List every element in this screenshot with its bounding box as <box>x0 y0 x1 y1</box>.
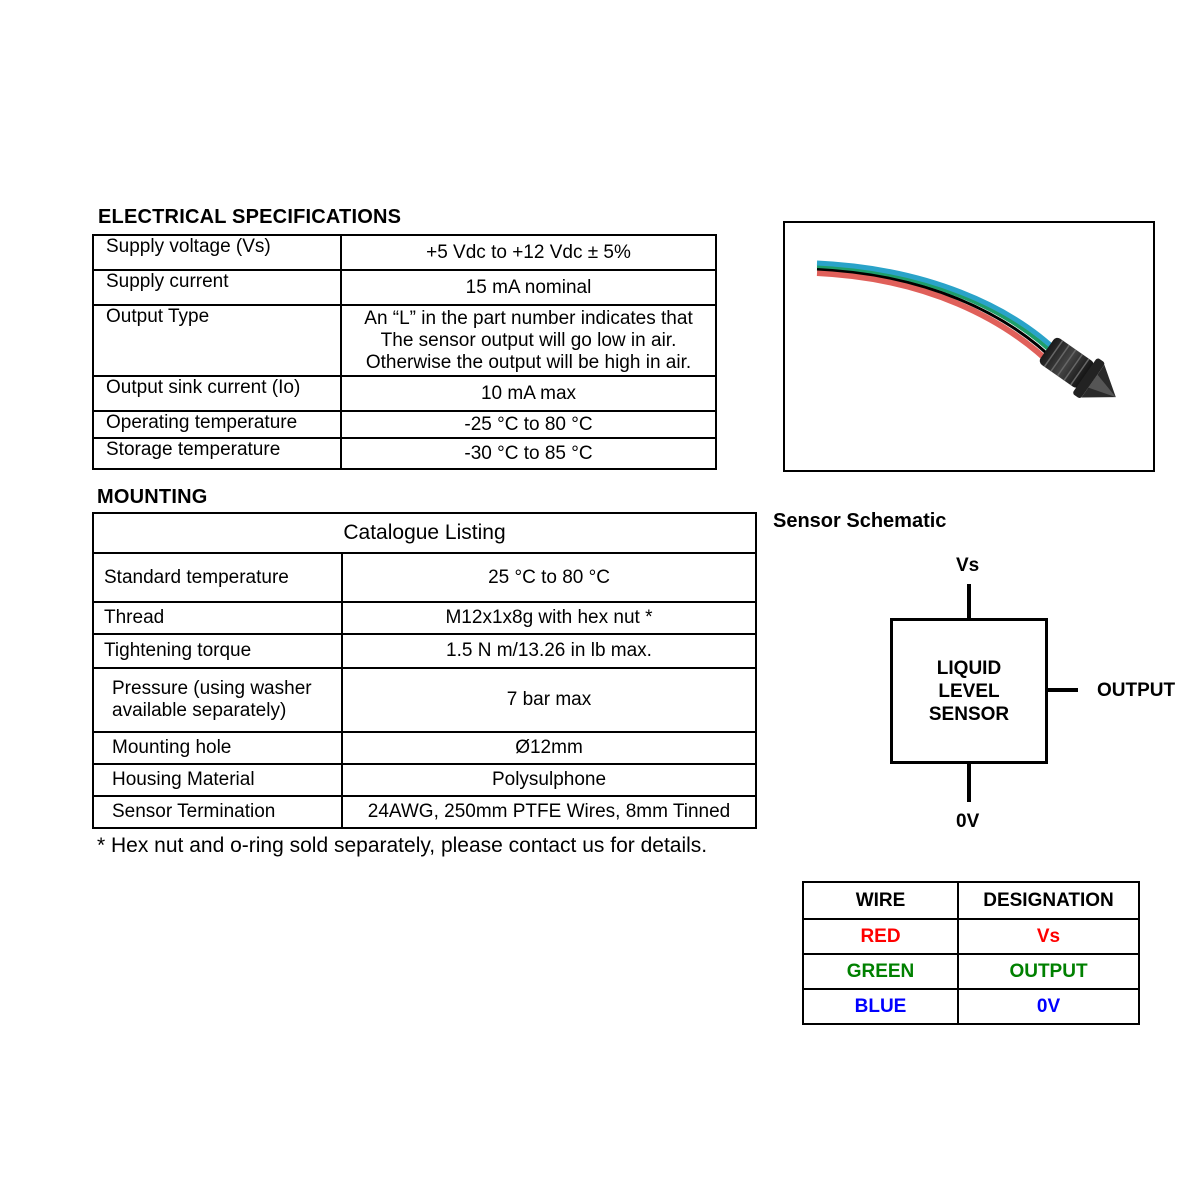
column-header: WIRE <box>802 881 959 920</box>
liquid-level-sensor-photo-icon <box>816 260 1116 398</box>
table-row: Standard temperature 25 °C to 80 °C <box>92 552 757 603</box>
spec-label: Thread <box>92 601 343 635</box>
table-row: Housing Material Polysulphone <box>92 763 757 797</box>
spec-label: Operating temperature <box>92 410 342 439</box>
table-row: Supply voltage (Vs) +5 Vdc to +12 Vdc ± … <box>92 234 717 271</box>
sensor-box-line: LIQUID <box>936 657 1002 679</box>
schematic-output-label: OUTPUT <box>1097 680 1176 701</box>
spec-value: -25 °C to 80 °C <box>340 410 717 439</box>
table-row: Pressure (using washer available separat… <box>92 667 757 733</box>
schematic-0v-label: 0V <box>956 811 980 832</box>
value-line: An “L” in the part number indicates that <box>364 307 693 329</box>
schematic-vs-line <box>967 584 971 618</box>
designation-cell: 0V <box>957 988 1140 1025</box>
spec-value: 25 °C to 80 °C <box>341 552 757 603</box>
schematic-output-line <box>1048 688 1078 692</box>
spec-value: Polysulphone <box>341 763 757 797</box>
table-row: RED Vs <box>802 918 1140 955</box>
table-row: Operating temperature -25 °C to 80 °C <box>92 410 717 439</box>
designation-cell: OUTPUT <box>957 953 1140 990</box>
label-line: available separately) <box>112 700 287 721</box>
table-row: Output sink current (Io) 10 mA max <box>92 375 717 412</box>
column-header: DESIGNATION <box>957 881 1140 920</box>
electrical-specs-table: Supply voltage (Vs) +5 Vdc to +12 Vdc ± … <box>92 234 717 470</box>
label-line: Pressure (using washer <box>112 678 312 699</box>
table-row: Catalogue Listing <box>92 512 757 554</box>
spec-value: Ø12mm <box>341 731 757 765</box>
spec-value: +5 Vdc to +12 Vdc ± 5% <box>340 234 717 271</box>
value-line: The sensor output will go low in air. <box>380 329 677 351</box>
table-row: Output Type An “L” in the part number in… <box>92 304 717 377</box>
spec-label: Supply current <box>92 269 342 306</box>
spec-label: Tightening torque <box>92 633 343 669</box>
table-row: Thread M12x1x8g with hex nut * <box>92 601 757 635</box>
table-row: Supply current 15 mA nominal <box>92 269 717 306</box>
table-row: Mounting hole Ø12mm <box>92 731 757 765</box>
spec-value: 7 bar max <box>341 667 757 733</box>
table-row: Sensor Termination 24AWG, 250mm PTFE Wir… <box>92 795 757 829</box>
value-line: Otherwise the output will be high in air… <box>365 351 692 373</box>
mounting-table: Catalogue Listing Standard temperature 2… <box>92 512 757 829</box>
table-row: Tightening torque 1.5 N m/13.26 in lb ma… <box>92 633 757 669</box>
table-row: BLUE 0V <box>802 988 1140 1025</box>
sensor-box: LIQUID LEVEL SENSOR <box>890 618 1048 764</box>
sensor-box-line: LEVEL <box>938 680 1000 702</box>
schematic-0v-line <box>967 764 971 802</box>
wire-color-cell: GREEN <box>802 953 959 990</box>
spec-label: Housing Material <box>92 763 343 797</box>
spec-value: 15 mA nominal <box>340 269 717 306</box>
spec-label: Mounting hole <box>92 731 343 765</box>
wire-color-cell: BLUE <box>802 988 959 1025</box>
spec-value: An “L” in the part number indicates that… <box>340 304 717 377</box>
spec-label: Output sink current (Io) <box>92 375 342 412</box>
catalogue-listing-header: Catalogue Listing <box>92 512 757 554</box>
spec-label: Pressure (using washer available separat… <box>92 667 343 733</box>
spec-label: Storage temperature <box>92 437 342 470</box>
spec-value: -30 °C to 85 °C <box>340 437 717 470</box>
mounting-heading: MOUNTING <box>97 486 208 508</box>
spec-label: Standard temperature <box>92 552 343 603</box>
spec-value: 10 mA max <box>340 375 717 412</box>
spec-value: M12x1x8g with hex nut * <box>341 601 757 635</box>
sensor-photo <box>783 221 1155 472</box>
table-row: GREEN OUTPUT <box>802 953 1140 990</box>
table-header-row: WIRE DESIGNATION <box>802 881 1140 920</box>
spec-label: Output Type <box>92 304 342 377</box>
spec-value: 1.5 N m/13.26 in lb max. <box>341 633 757 669</box>
schematic-title: Sensor Schematic <box>773 510 947 532</box>
wire-designation-table: WIRE DESIGNATION RED Vs GREEN OUTPUT BLU… <box>802 881 1140 1025</box>
schematic-vs-label: Vs <box>956 555 980 576</box>
electrical-specs-heading: ELECTRICAL SPECIFICATIONS <box>98 206 402 228</box>
footnote: * Hex nut and o-ring sold separately, pl… <box>97 834 708 857</box>
designation-cell: Vs <box>957 918 1140 955</box>
spec-value: 24AWG, 250mm PTFE Wires, 8mm Tinned <box>341 795 757 829</box>
table-row: Storage temperature -30 °C to 85 °C <box>92 437 717 470</box>
wire-color-cell: RED <box>802 918 959 955</box>
sensor-box-line: SENSOR <box>928 703 1010 725</box>
spec-label: Supply voltage (Vs) <box>92 234 342 271</box>
spec-label: Sensor Termination <box>92 795 343 829</box>
